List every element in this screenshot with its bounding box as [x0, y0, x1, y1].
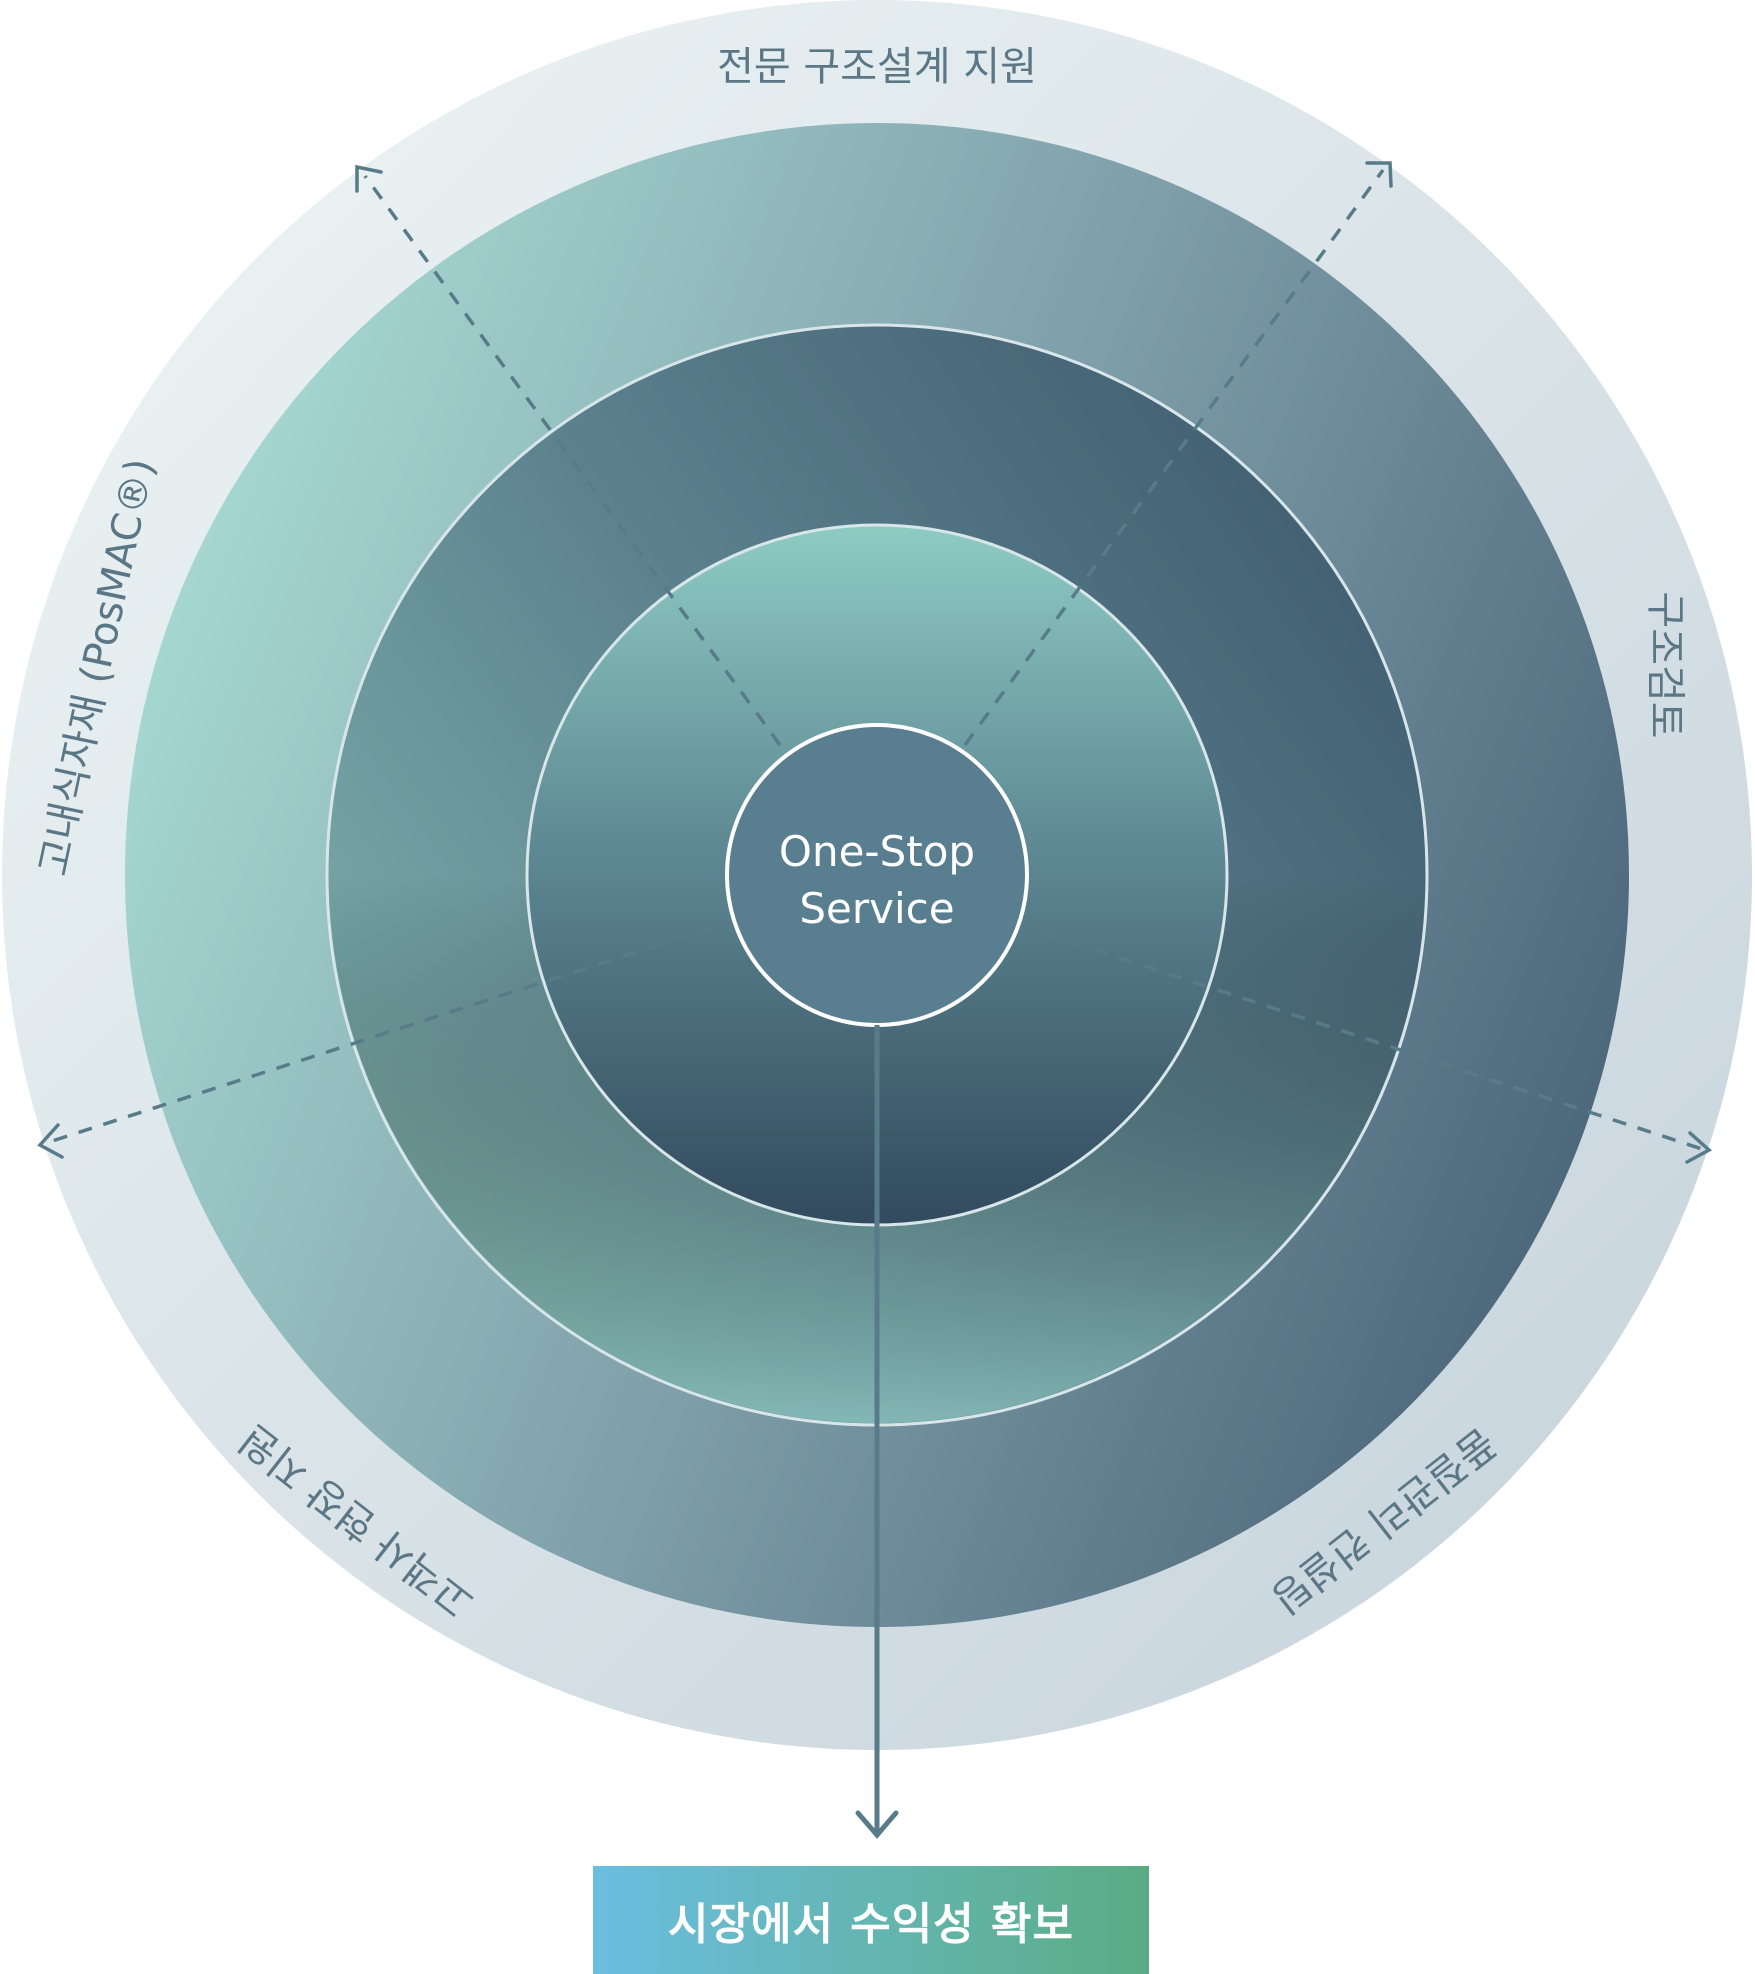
- center-label-line2: Service: [799, 884, 954, 933]
- arrow-right: [1019, 923, 1706, 1152]
- arrowhead-right: [1685, 1131, 1713, 1164]
- radial-arrows: [45, 168, 1706, 1152]
- result-arrow: [855, 1025, 899, 1839]
- center-label-line1: One-Stop: [779, 827, 975, 876]
- arrow-left: [45, 918, 736, 1145]
- label-right: 구조검토: [1642, 591, 1688, 738]
- arrowhead-top-right: [1365, 161, 1393, 188]
- label-top: 전문 구조설계 지원: [717, 44, 1037, 90]
- arrow-top-left: [363, 174, 782, 747]
- arrow-heads: [37, 161, 1713, 1164]
- result-box: 시장에서 수익성 확보: [593, 1866, 1149, 1974]
- arrowhead-left: [37, 1123, 64, 1159]
- arrowhead-top-left: [355, 164, 383, 193]
- result-label: 시장에서 수익성 확보: [668, 1899, 1074, 1950]
